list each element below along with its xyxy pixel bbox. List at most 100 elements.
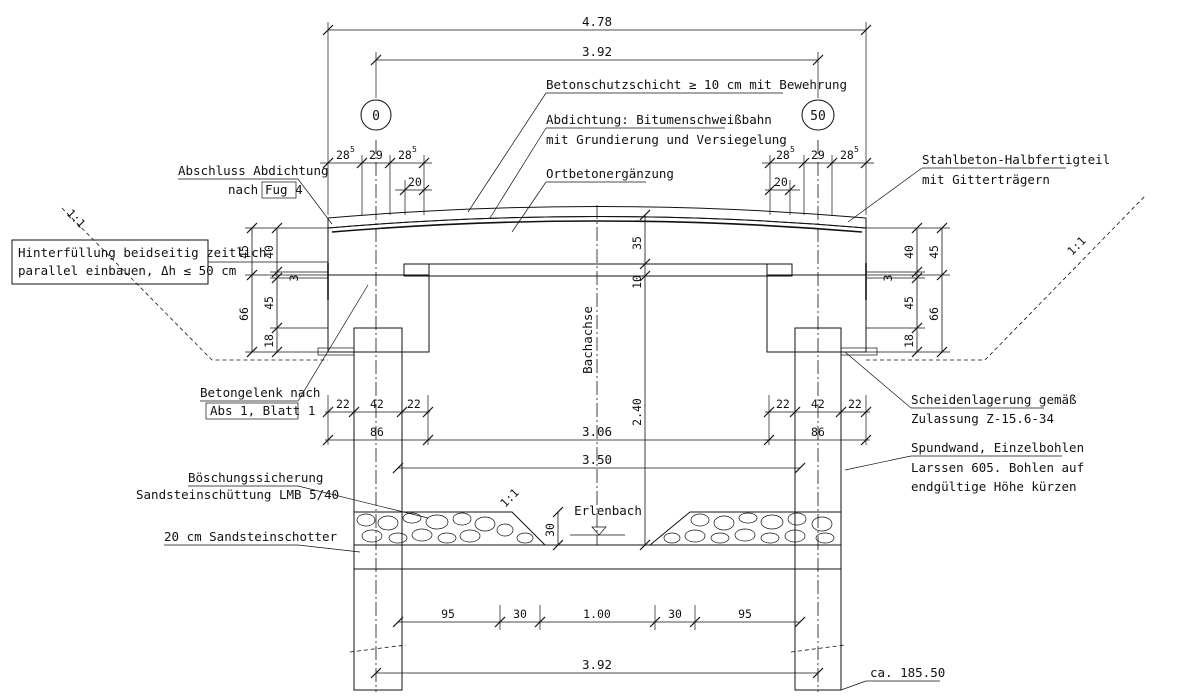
dimension-bottom-span: 3.92 (370, 657, 824, 679)
precast-element (403, 263, 793, 277)
svg-text:45: 45 (927, 245, 941, 259)
svg-text:66: 66 (237, 307, 251, 321)
svg-text:Larssen 605. Bohlen auf: Larssen 605. Bohlen auf (911, 460, 1084, 475)
svg-text:50: 50 (810, 109, 826, 124)
riprap-left (353, 511, 547, 546)
svg-text:5: 5 (854, 145, 859, 154)
svg-text:parallel einbauen, Δh ≤ 50 cm: parallel einbauen, Δh ≤ 50 cm (18, 263, 236, 278)
svg-text:1:1: 1:1 (1064, 233, 1089, 258)
svg-text:3: 3 (881, 274, 895, 281)
svg-text:20: 20 (774, 175, 788, 189)
svg-text:Erlenbach: Erlenbach (574, 503, 642, 518)
water-level-marker: Erlenbach (570, 503, 642, 536)
svg-text:Abschluss Abdichtung: Abschluss Abdichtung (178, 163, 329, 178)
svg-text:4.78: 4.78 (582, 14, 612, 29)
svg-text:18: 18 (902, 334, 916, 348)
svg-text:Betonschutzschicht ≥ 10 cm mit: Betonschutzschicht ≥ 10 cm mit Bewehrung (546, 77, 847, 92)
dimension-span: 3.92 (370, 44, 824, 98)
svg-text:95: 95 (738, 607, 752, 621)
svg-text:3.92: 3.92 (582, 44, 612, 59)
svg-text:5: 5 (412, 145, 417, 154)
center-axis-label: Bachachse (580, 306, 595, 374)
svg-text:29: 29 (369, 148, 383, 162)
dimension-left-abutment: 28 5 29 28 5 20 (320, 145, 432, 215)
svg-text:10: 10 (630, 275, 644, 289)
note-sheetpile: Spundwand, Einzelbohlen Larssen 605. Boh… (844, 440, 1084, 494)
dimension-clear-span: 3.06 (428, 424, 769, 441)
svg-text:86: 86 (370, 425, 384, 439)
svg-text:Sandsteinschüttung LMB 5/40: Sandsteinschüttung LMB 5/40 (136, 487, 339, 502)
svg-text:Abs 1, Blatt 1: Abs 1, Blatt 1 (210, 403, 315, 418)
note-slope-protection: Böschungssicherung Sandsteinschüttung LM… (136, 470, 429, 519)
note-gravel: 20 cm Sandsteinschotter (164, 529, 361, 553)
svg-text:5: 5 (350, 145, 355, 154)
svg-text:Stahlbeton-Halbfertigteil: Stahlbeton-Halbfertigteil (922, 152, 1110, 167)
svg-text:Betongelenk nach: Betongelenk nach (200, 385, 320, 400)
svg-text:1.00: 1.00 (583, 607, 611, 621)
channel-slope-ratio: 1:1 (497, 485, 522, 510)
dimension-overall-width: 4.78 (322, 14, 872, 215)
svg-text:5: 5 (790, 145, 795, 154)
svg-text:22: 22 (776, 397, 790, 411)
svg-text:30: 30 (668, 607, 682, 621)
riprap-right (648, 511, 842, 546)
svg-text:Scheidenlagerung gemäß: Scheidenlagerung gemäß (911, 392, 1077, 407)
svg-text:28: 28 (398, 148, 412, 162)
note-elevation: ca. 185.50 (840, 665, 945, 691)
svg-text:40: 40 (262, 245, 276, 259)
svg-text:Zulassung Z-15.6-34: Zulassung Z-15.6-34 (911, 411, 1054, 426)
note-precast: Stahlbeton-Halbfertigteil mit Gitterträg… (847, 152, 1110, 223)
svg-text:Böschungssicherung: Böschungssicherung (188, 470, 323, 485)
svg-text:66: 66 (927, 307, 941, 321)
dimension-sheet-pile-left: 22 42 22 86 (322, 395, 434, 446)
axis-lines (375, 140, 819, 692)
gravel-layer (353, 544, 842, 570)
svg-text:22: 22 (336, 397, 350, 411)
dimension-clear-height: 2.40 (630, 280, 651, 551)
svg-text:nach: nach (228, 182, 258, 197)
svg-text:28: 28 (840, 148, 854, 162)
svg-text:3: 3 (287, 274, 301, 281)
svg-text:42: 42 (811, 397, 825, 411)
axis-marker-50: 50 (801, 99, 835, 131)
svg-text:3.06: 3.06 (582, 424, 612, 439)
svg-text:Hinterfüllung beidseitig zeitl: Hinterfüllung beidseitig zeitlich (18, 245, 266, 260)
note-joint: Betongelenk nach Abs 1, Blatt 1 (200, 284, 369, 420)
svg-text:20: 20 (408, 175, 422, 189)
svg-text:mit Grundierung und Versiegelu: mit Grundierung und Versiegelung (546, 132, 787, 147)
dimension-channel-depth: 30 (543, 506, 564, 551)
svg-text:Fug 4: Fug 4 (265, 182, 303, 197)
svg-text:30: 30 (543, 523, 557, 537)
svg-text:mit Gitterträgern: mit Gitterträgern (922, 172, 1050, 187)
svg-text:35: 35 (630, 236, 644, 250)
svg-text:Abdichtung: Bitumenschweißbahn: Abdichtung: Bitumenschweißbahn (546, 112, 772, 127)
dimension-right-heights: 40 45 3 45 66 18 (866, 222, 950, 358)
svg-text:45: 45 (237, 245, 251, 259)
svg-text:95: 95 (441, 607, 455, 621)
svg-text:45: 45 (902, 296, 916, 310)
svg-text:42: 42 (370, 397, 384, 411)
svg-text:Ortbetonergänzung: Ortbetonergänzung (546, 166, 674, 181)
svg-text:86: 86 (811, 425, 825, 439)
dimension-channel-parts: 95 30 1.00 30 95 (392, 605, 806, 630)
bearing-left (317, 347, 355, 356)
svg-text:45: 45 (262, 296, 276, 310)
waterproofing-line (331, 220, 863, 233)
svg-text:Spundwand, Einzelbohlen: Spundwand, Einzelbohlen (911, 440, 1084, 455)
bearing-right (840, 347, 878, 356)
note-bearing: Scheidenlagerung gemäß Zulassung Z-15.6-… (844, 351, 1077, 426)
svg-text:1:1: 1:1 (64, 206, 89, 231)
note-backfill: Hinterfüllung beidseitig zeitlich parall… (11, 239, 328, 285)
note-waterproofing: Abdichtung: Bitumenschweißbahn mit Grund… (489, 112, 787, 219)
svg-text:22: 22 (848, 397, 862, 411)
dimension-slab-thickness: 35 10 (630, 209, 651, 289)
svg-text:22: 22 (407, 397, 421, 411)
note-protective-layer: Betonschutzschicht ≥ 10 cm mit Bewehrung (467, 77, 847, 213)
svg-text:0: 0 (372, 109, 380, 124)
svg-text:ca. 185.50: ca. 185.50 (870, 665, 945, 680)
svg-text:3.50: 3.50 (582, 452, 612, 467)
svg-text:2.40: 2.40 (630, 398, 644, 426)
svg-text:28: 28 (336, 148, 350, 162)
svg-text:20 cm Sandsteinschotter: 20 cm Sandsteinschotter (164, 529, 338, 544)
